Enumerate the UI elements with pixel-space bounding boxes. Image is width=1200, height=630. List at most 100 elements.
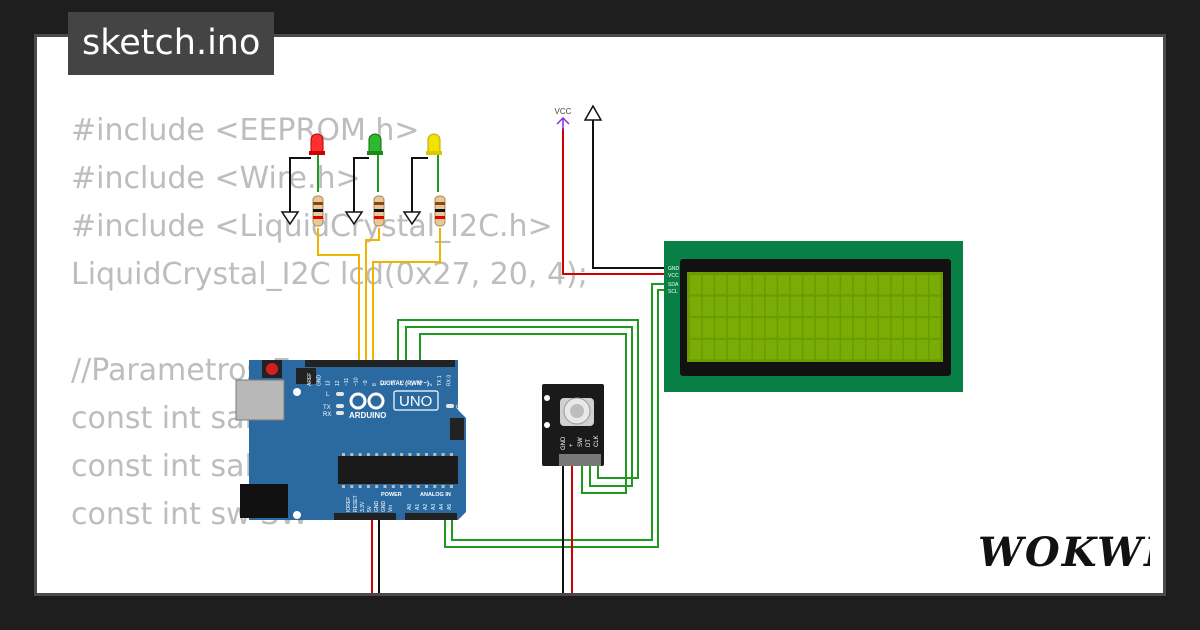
pin-label: 12 <box>335 380 341 386</box>
lcd-cell <box>879 275 890 295</box>
lcd-cell <box>828 318 840 338</box>
led-red[interactable] <box>280 133 325 226</box>
lcd-pin-scl: SCL <box>668 289 678 295</box>
lcd-cell <box>891 275 903 295</box>
led-green[interactable] <box>344 133 383 226</box>
encoder-pin-dt: DT <box>586 439 592 447</box>
arduino-model: UNO <box>399 393 432 410</box>
pin-label: Vin <box>388 505 394 512</box>
pin-label: TX 1 <box>437 375 443 386</box>
lcd-cell <box>765 318 777 338</box>
pin-label: GND <box>381 501 387 513</box>
chip-pin <box>400 453 404 456</box>
lcd-cell <box>753 318 764 338</box>
chip-pin <box>375 485 379 488</box>
lcd-cell <box>929 275 941 295</box>
analog-header <box>405 513 457 520</box>
pin-label: 5V <box>367 505 373 512</box>
led-yellow[interactable] <box>402 133 442 226</box>
pin-label: RX 0 <box>447 375 453 386</box>
analog-label: ANALOG IN <box>420 492 451 498</box>
chip-pin <box>383 453 387 456</box>
vcc-symbol: VCC <box>555 107 572 130</box>
chip-pin <box>408 453 412 456</box>
lcd-cell <box>916 318 928 338</box>
chip-pin <box>350 485 354 488</box>
lcd-cell <box>841 318 853 338</box>
lcd-cell <box>690 339 701 360</box>
chip-pin <box>358 485 362 488</box>
wire-scl <box>444 289 664 548</box>
wire-enc-dt <box>405 326 633 487</box>
wire-led-green <box>365 228 380 360</box>
lcd-cell <box>702 275 714 295</box>
pin-label: A1 <box>415 504 421 510</box>
chip-pin <box>358 453 362 456</box>
lcd-cell <box>803 318 815 338</box>
lcd-cell <box>778 339 790 360</box>
lcd-display[interactable]: GND VCC SDA SCL <box>664 241 963 392</box>
lcd-cell <box>841 339 853 360</box>
rx-label: RX <box>323 412 331 418</box>
chip-pin <box>441 485 445 488</box>
pin-label: ~10 <box>354 377 360 386</box>
pin-label: 13 <box>326 380 332 386</box>
lcd-cell <box>727 318 739 338</box>
rotary-encoder[interactable]: GND + SW DT CLK <box>542 384 604 466</box>
lcd-cell <box>904 339 916 360</box>
resistor-2[interactable] <box>373 195 385 227</box>
lcd-cell <box>753 275 764 295</box>
tx-label: TX <box>323 405 331 411</box>
lcd-cell <box>853 296 865 317</box>
lcd-cell <box>853 275 865 295</box>
pin-label: GND <box>374 501 380 513</box>
resistor-3[interactable] <box>434 195 446 227</box>
lcd-cell <box>740 318 752 338</box>
lcd-cell <box>753 296 764 317</box>
lcd-cell <box>702 318 714 338</box>
chip-pin <box>366 453 370 456</box>
lcd-cell <box>715 296 727 317</box>
chip-pin <box>383 485 387 488</box>
lcd-cell <box>853 318 865 338</box>
file-tab[interactable]: sketch.ino <box>68 12 275 75</box>
code-line: #include <EEPROM.h> <box>71 113 420 148</box>
lcd-cell <box>727 296 739 317</box>
lcd-cell <box>765 275 777 295</box>
lcd-cell <box>778 275 790 295</box>
lcd-cell <box>841 296 853 317</box>
lcd-cell <box>866 275 878 295</box>
lcd-cell <box>866 296 878 317</box>
lcd-cell <box>727 275 739 295</box>
lcd-cell <box>816 296 827 317</box>
pin-label: 3.3V <box>360 501 366 512</box>
pin-label: GND <box>316 375 322 387</box>
pin-label: ~3 <box>419 380 425 386</box>
lcd-cell <box>778 318 790 338</box>
lcd-cell <box>740 339 752 360</box>
lcd-cell <box>904 296 916 317</box>
lcd-cell <box>790 275 802 295</box>
lcd-cell <box>866 318 878 338</box>
lcd-cell <box>803 339 815 360</box>
chip-pin <box>425 485 428 488</box>
lcd-cell <box>929 296 941 317</box>
encoder-pin-sw: SW <box>578 437 584 447</box>
lcd-cell <box>715 275 727 295</box>
pin-label: AREF <box>307 373 313 386</box>
wire-sda <box>451 283 664 541</box>
atmega-chip <box>338 456 458 484</box>
lcd-pin-vcc: VCC <box>668 273 679 279</box>
wokwi-logo: WOKWI <box>978 529 1150 576</box>
led-l-label: L <box>326 392 330 398</box>
lcd-cell <box>790 318 802 338</box>
pin-label: ~9 <box>363 380 369 386</box>
lcd-pin-gnd: GND <box>668 266 680 272</box>
wire-led-yellow <box>372 228 441 360</box>
power-flag-symbol <box>583 104 603 121</box>
lcd-cell <box>816 275 827 295</box>
chip-pin <box>391 453 395 456</box>
resistor-1[interactable] <box>312 195 324 227</box>
chip-pin <box>375 453 379 456</box>
